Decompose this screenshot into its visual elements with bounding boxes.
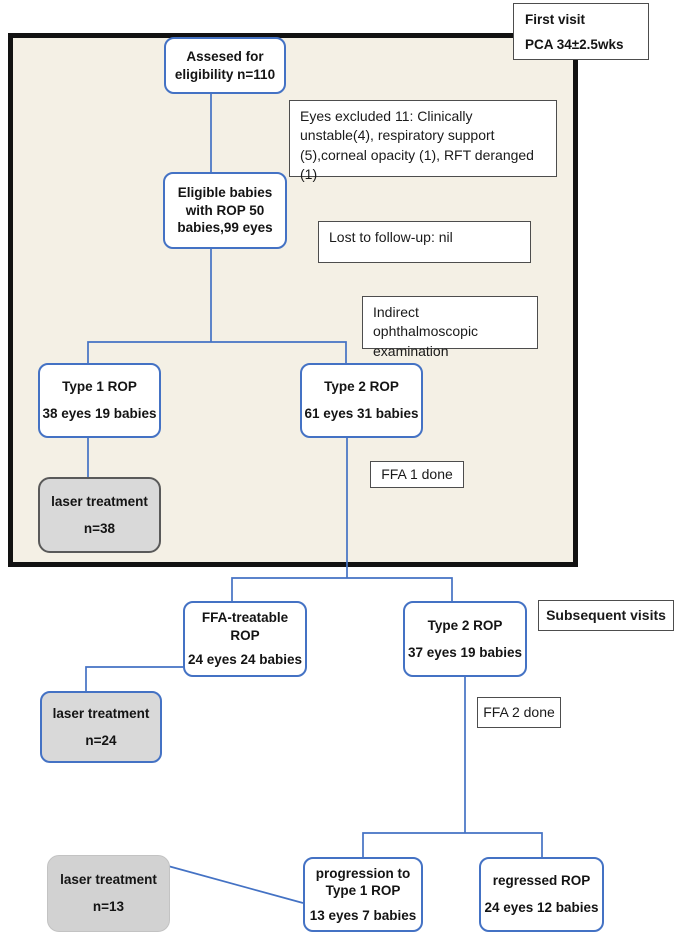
connector-ffatreatable-to-laser24 bbox=[85, 666, 183, 691]
node-label-line: Assesed for bbox=[186, 48, 264, 64]
ffa2-done-text: FFA 2 done bbox=[483, 703, 555, 720]
node-label-line: 13 eyes 7 babies bbox=[309, 907, 417, 923]
node-laser-treatment-38: laser treatment n=38 bbox=[38, 477, 161, 553]
node-label-line: Eligible babies bbox=[177, 185, 273, 201]
node-eligible-babies: Eligible babies with ROP 50 babies,99 ey… bbox=[163, 172, 287, 249]
first-visit-pca: PCA 34±2.5wks bbox=[525, 36, 624, 52]
node-label-line: 61 eyes 31 babies bbox=[304, 406, 419, 421]
excluded-note-box: Eyes excluded 11: Clinically unstable(4)… bbox=[289, 100, 557, 182]
connector-split-ffatreatable-type2 bbox=[231, 577, 453, 601]
node-type2-rop-subsequent: Type 2 ROP 37 eyes 19 babies bbox=[403, 601, 527, 677]
node-label-line: regressed ROP bbox=[492, 873, 591, 889]
lost-followup-box: Lost to follow-up: nil bbox=[318, 221, 531, 263]
first-visit-label-box: First visit PCA 34±2.5wks bbox=[513, 3, 649, 60]
node-type1-rop: Type 1 ROP 38 eyes 19 babies bbox=[38, 363, 161, 438]
ffa1-done-box: FFA 1 done bbox=[370, 461, 464, 488]
excluded-note-text: Eyes excluded 11: Clinically unstable(4)… bbox=[300, 108, 534, 182]
node-label-line: eligibility n=110 bbox=[174, 66, 276, 82]
node-label-line: n=13 bbox=[92, 899, 125, 914]
node-laser-treatment-13: laser treatment n=13 bbox=[47, 855, 170, 932]
node-label-line: with ROP 50 bbox=[185, 202, 265, 218]
connector-laser13-to-progression bbox=[167, 865, 304, 904]
node-label-line: Type 2 ROP bbox=[324, 379, 399, 395]
node-label-line: babies,99 eyes bbox=[177, 220, 273, 236]
node-label-line: progression to bbox=[315, 865, 411, 881]
node-progression-type1: progression to Type 1 ROP 13 eyes 7 babi… bbox=[303, 857, 423, 932]
node-label-line: FFA-treatable bbox=[201, 610, 289, 626]
node-assessed-for-eligibility: Assesed for eligibility n=110 bbox=[164, 37, 286, 94]
ffa2-done-box: FFA 2 done bbox=[477, 697, 561, 728]
lost-followup-text: Lost to follow-up: nil bbox=[329, 229, 453, 245]
node-label-line: 24 eyes 12 babies bbox=[484, 900, 599, 915]
node-type2-rop-first: Type 2 ROP 61 eyes 31 babies bbox=[300, 363, 423, 438]
indirect-exam-box: Indirect ophthalmoscopic examination bbox=[362, 296, 538, 359]
node-laser-treatment-24: laser treatment n=24 bbox=[40, 691, 162, 763]
subsequent-visits-box: Subsequent visits bbox=[538, 600, 674, 631]
node-label-line: laser treatment bbox=[51, 493, 148, 509]
node-label-line: n=38 bbox=[83, 520, 116, 536]
node-label-line: 38 eyes 19 babies bbox=[42, 406, 157, 421]
node-label-line: Type 2 ROP bbox=[427, 617, 503, 633]
first-visit-line: First visit bbox=[525, 11, 586, 27]
node-label-line: laser treatment bbox=[52, 705, 150, 721]
node-label-line: ROP bbox=[230, 627, 260, 643]
node-label-line: Type 1 ROP bbox=[325, 883, 401, 899]
node-ffa-treatable-rop: FFA-treatable ROP 24 eyes 24 babies bbox=[183, 601, 307, 677]
node-regressed-rop: regressed ROP 24 eyes 12 babies bbox=[479, 857, 604, 932]
node-label-line: laser treatment bbox=[60, 872, 157, 888]
node-label-line: 37 eyes 19 babies bbox=[407, 644, 523, 660]
connector-split-progression-regressed bbox=[362, 832, 543, 857]
node-label-line: Type 1 ROP bbox=[62, 379, 137, 395]
ffa1-done-text: FFA 1 done bbox=[381, 465, 453, 482]
node-label-line: n=24 bbox=[85, 732, 117, 748]
indirect-exam-text: Indirect ophthalmoscopic examination bbox=[373, 304, 479, 359]
node-label-line: 24 eyes 24 babies bbox=[187, 652, 303, 668]
subsequent-visits-text: Subsequent visits bbox=[546, 606, 666, 623]
